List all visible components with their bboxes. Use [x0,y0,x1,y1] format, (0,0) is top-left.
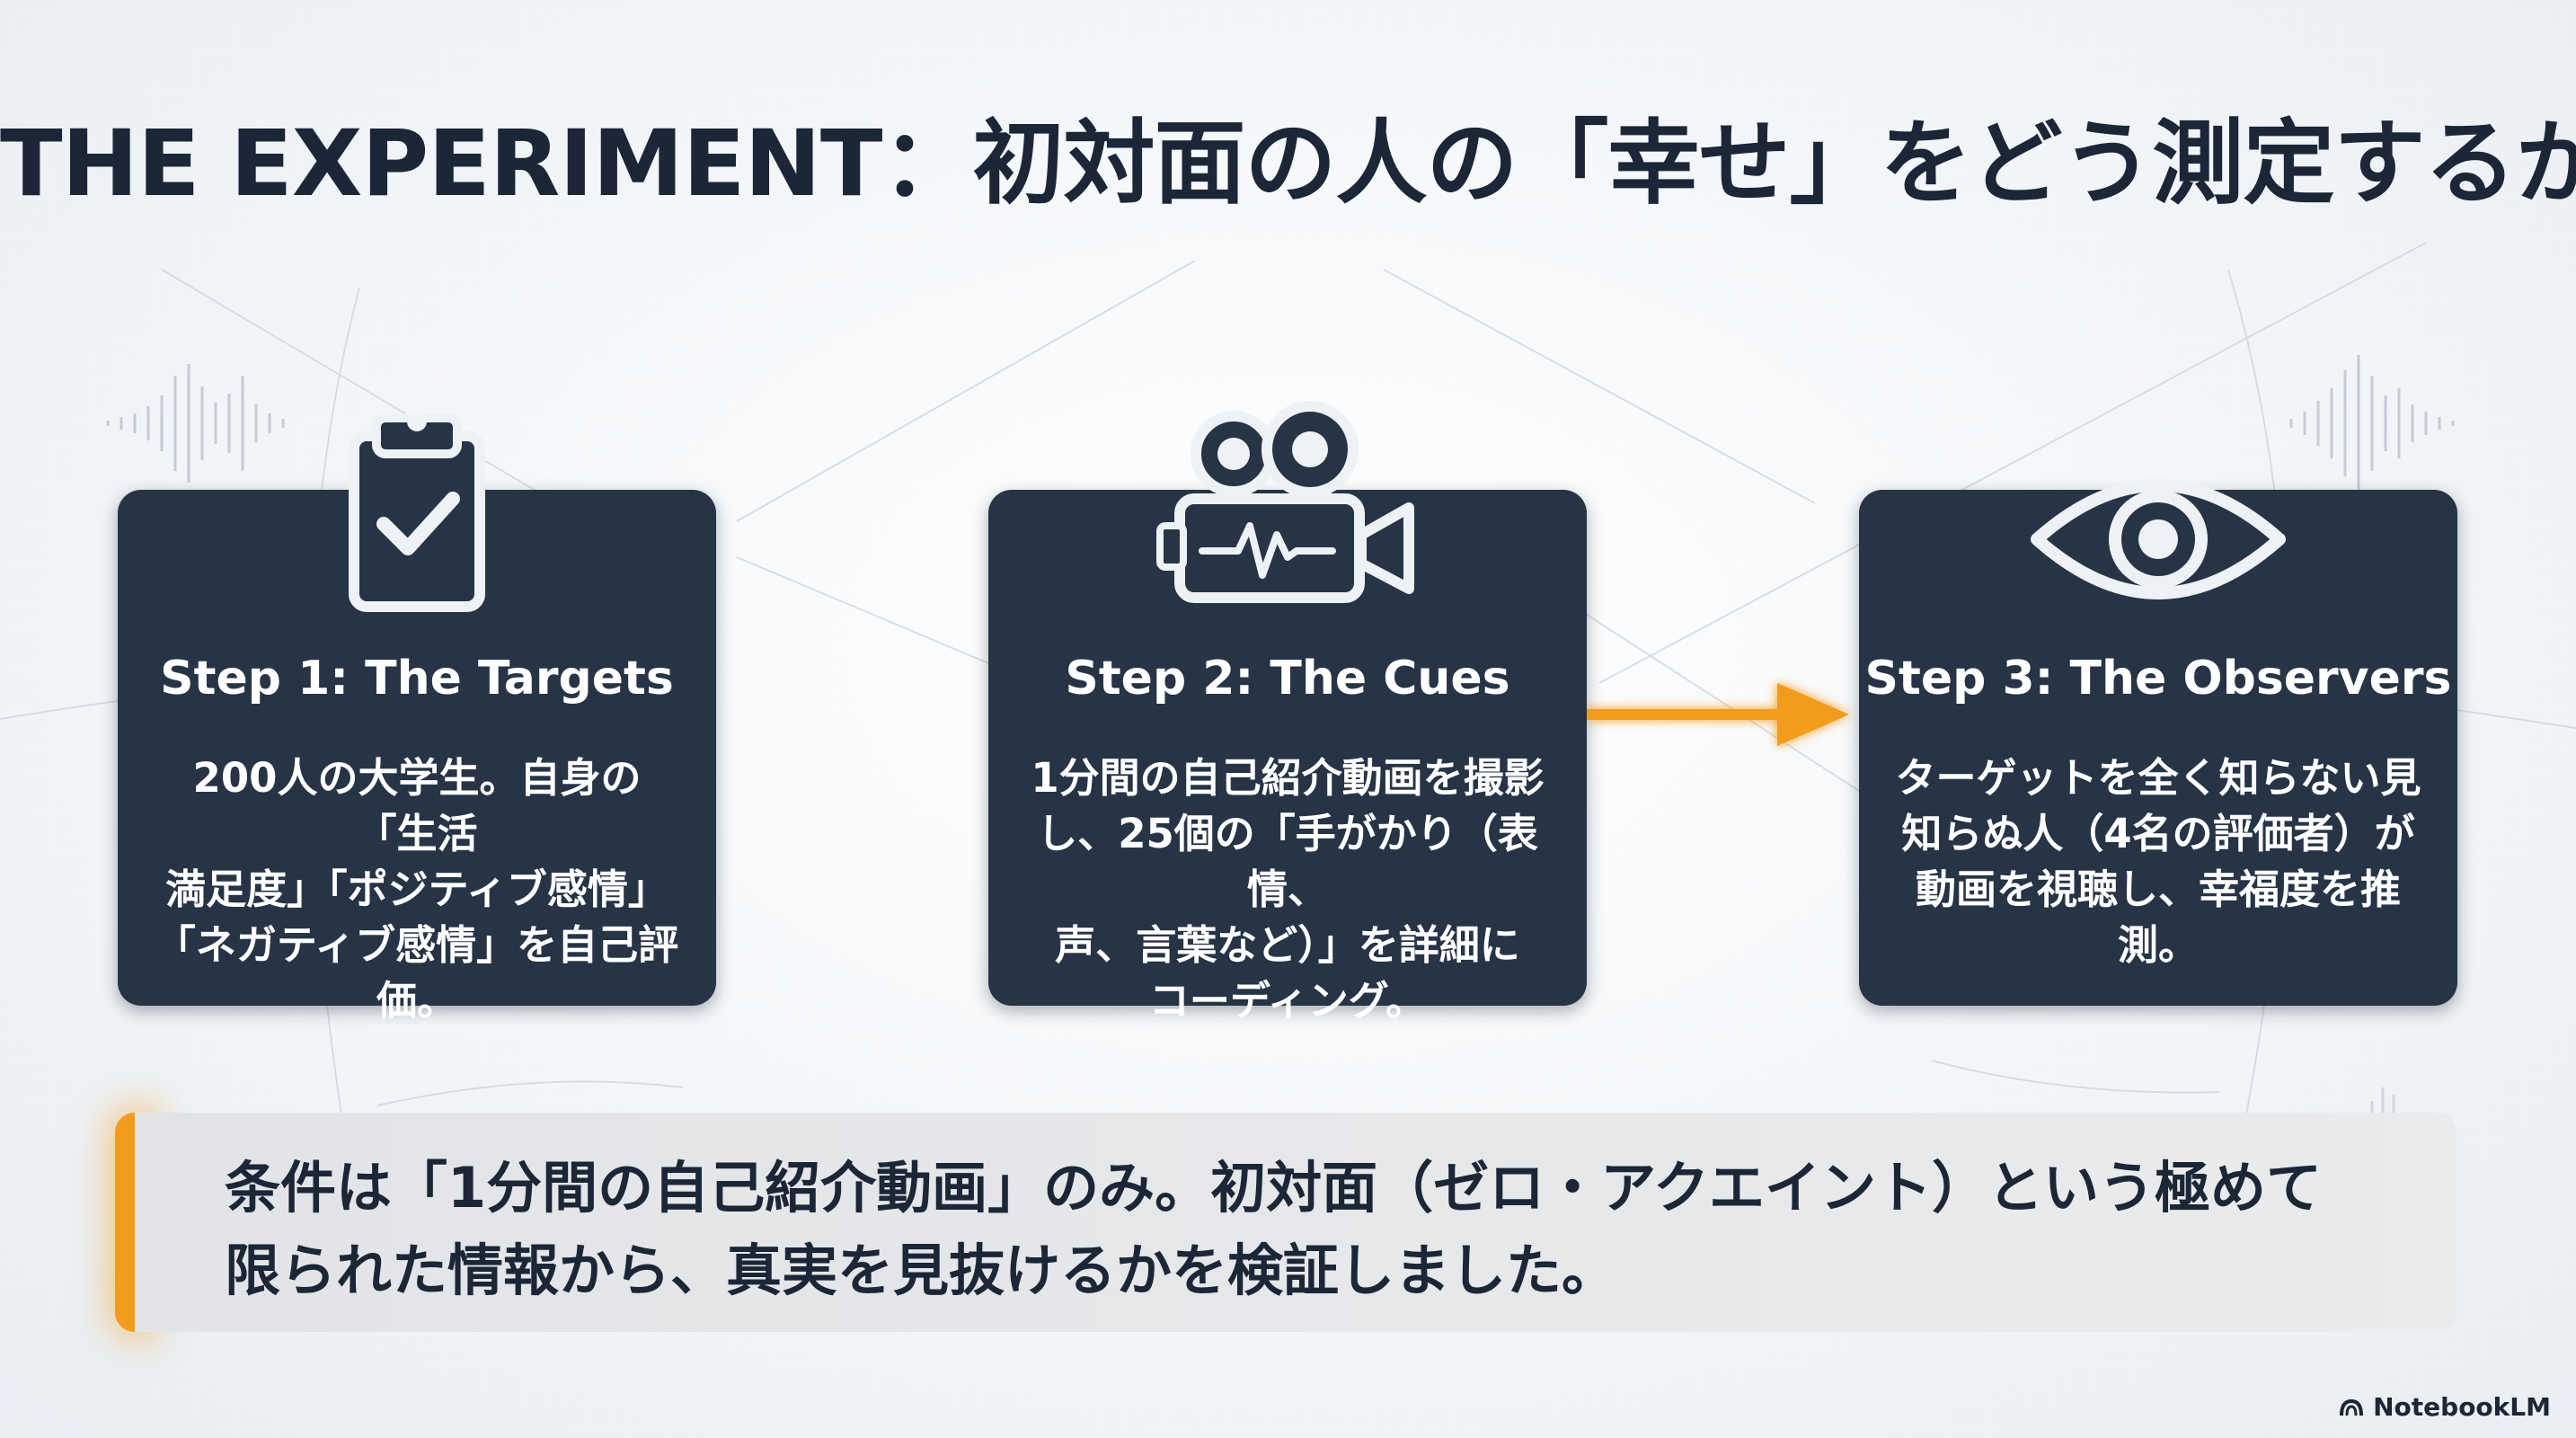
brand-watermark: NotebookLM [2339,1392,2551,1422]
eye-icon [2023,463,2293,616]
step-title: Step 2: The Cues [1065,652,1510,706]
step-card-cues: Step 2: The Cues 1分間の自己紹介動画を撮影 し、25個の「手が… [988,401,1587,1025]
step-description: ターゲットを全く知らない見 知らぬ人（4名の評価者）が 動画を視聴し、幸福度を推… [1895,754,2421,969]
summary-text: 条件は「1分間の自己紹介動画」のみ。初対面（ゼロ・アクエイント）という極めて 限… [225,1155,2323,1303]
clipboard-check-icon [327,400,507,634]
step-card-targets: Step 1: The Targets 200人の大学生。自身の「生活 満足度」… [118,412,716,1025]
step-card-observers: Step 3: The Observers ターゲットを全く知らない見 知らぬ人… [1859,479,2457,1006]
step-description: 200人の大学生。自身の「生活 満足度」「ポジティブ感情」 「ネガティブ感情」を… [155,754,679,1025]
step-title: Step 1: The Targets [160,652,674,706]
video-camera-icon [1153,400,1422,616]
brand-label: NotebookLM [2373,1392,2551,1422]
connector-line [716,709,988,720]
step-title: Step 3: The Observers [1864,652,2452,706]
page-title: THE EXPERIMENT：初対面の人の「幸せ」をどう測定するか？ [0,111,2576,217]
step-description: 1分間の自己紹介動画を撮影 し、25個の「手がかり（表情、 声、言葉など）」を詳… [1031,754,1545,1025]
notebooklm-logo-icon [2340,1398,2364,1416]
summary-callout: 条件は「1分間の自己紹介動画」のみ。初対面（ゼロ・アクエイント）という極めて 限… [135,1113,2456,1332]
connector-arrow [1587,683,1849,746]
